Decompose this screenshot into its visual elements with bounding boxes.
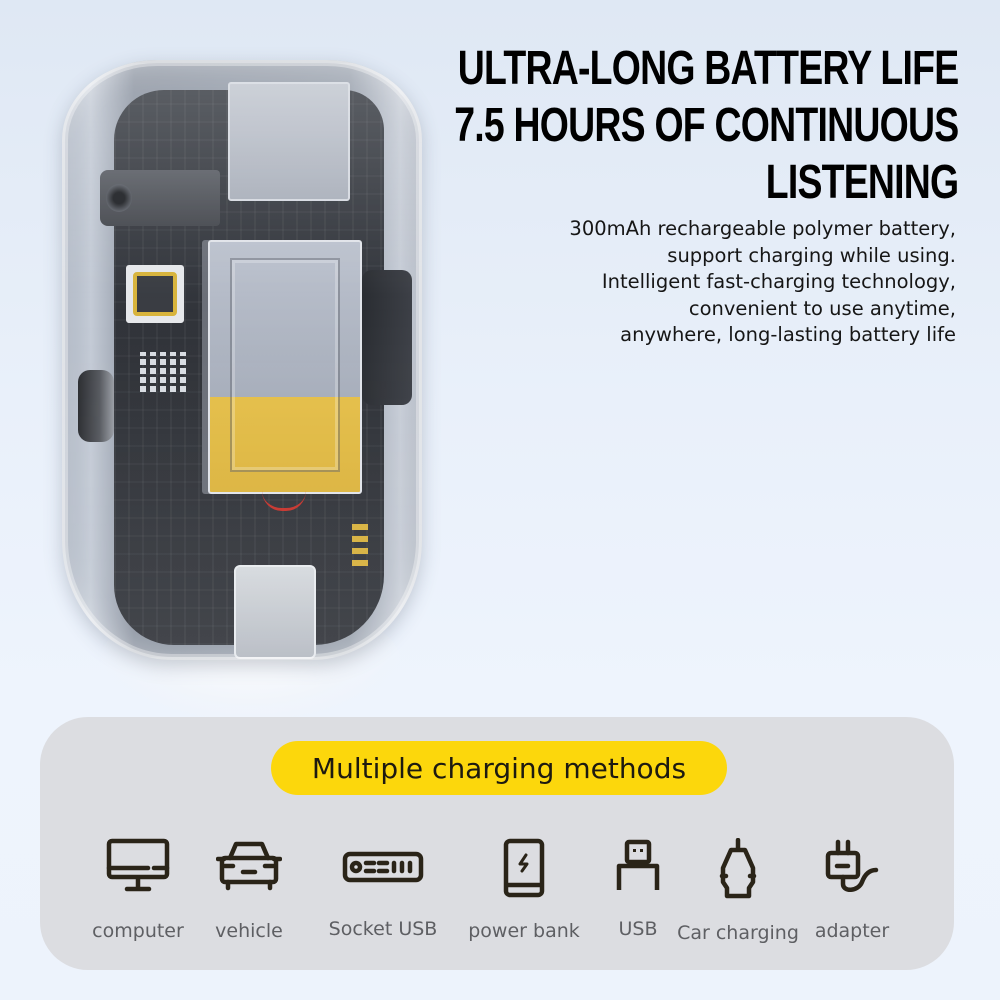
socket-usb-icon [342, 851, 424, 883]
headline-line-1: ULTRA-LONG BATTERY LIFE [457, 42, 958, 95]
method-vehicle: vehicle [215, 838, 283, 942]
method-usb: USB [616, 838, 660, 940]
contact-pads [140, 352, 188, 392]
method-label: Car charging [677, 922, 799, 944]
side-button [78, 370, 114, 442]
shield-block [228, 82, 350, 201]
method-power-bank: power bank [468, 838, 580, 942]
car-icon [216, 841, 282, 891]
audio-jack [100, 170, 220, 226]
description-line-1: 300mAh rechargeable polymer battery, [569, 217, 956, 240]
usb-c-port [234, 565, 316, 659]
method-label: computer [92, 920, 184, 942]
description-line-3: Intelligent fast-charging technology, [601, 270, 956, 293]
power-bank-icon [503, 838, 545, 898]
method-socket-usb: Socket USB [329, 838, 437, 940]
headline-line-3: LISTENING [765, 156, 958, 209]
plug-adapter-icon [825, 839, 879, 892]
headline: ULTRA-LONG BATTERY LIFE 7.5 HOURS OF CON… [453, 40, 959, 211]
car-charger-icon [719, 838, 757, 899]
product-image [62, 60, 432, 670]
method-adapter: adapter [815, 838, 889, 942]
description-line-5: anywhere, long-lasting battery life [620, 323, 956, 346]
monitor-icon [106, 838, 170, 892]
side-clip [362, 270, 412, 405]
method-label: adapter [814, 920, 890, 942]
headline-line-2: 7.5 HOURS OF CONTINUOUS [453, 99, 959, 152]
processor-chip [126, 265, 184, 323]
method-label: power bank [468, 920, 580, 942]
description-line-4: convenient to use anytime, [688, 296, 956, 320]
charging-methods-title: Multiple charging methods [271, 741, 727, 795]
battery-wire [262, 488, 306, 511]
battery-cell [208, 240, 362, 494]
method-car-charging: Car charging [677, 838, 799, 944]
gold-contacts [352, 520, 368, 566]
method-label: USB [618, 918, 658, 940]
method-label: vehicle [215, 920, 283, 942]
description: 300mAh rechargeable polymer battery, sup… [569, 216, 956, 349]
method-computer: computer [92, 838, 184, 942]
usb-plug-icon [616, 839, 660, 890]
description-line-2: support charging while using. [667, 243, 956, 267]
method-label: Socket USB [328, 918, 438, 940]
